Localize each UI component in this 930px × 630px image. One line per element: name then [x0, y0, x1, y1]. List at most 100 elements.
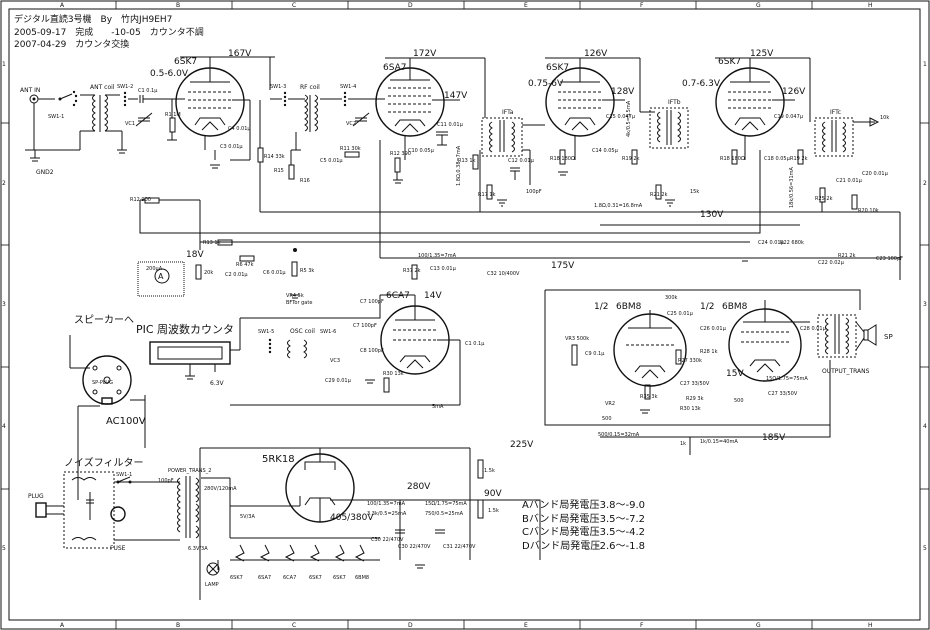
power-input: ノイズフィルター PLUG SW1-1 FUSE — [28, 456, 150, 552]
c3-label: C3 0.01μ — [220, 144, 243, 150]
c23-label: C23 100pF — [876, 256, 903, 262]
rf-amp-tube-label: 6SK7 — [174, 57, 197, 67]
r1-label: R1 1M — [165, 112, 181, 118]
ac100-label: AC100V — [106, 416, 146, 427]
r21-agc-label: R21 2k — [838, 253, 856, 259]
c2-label: C2 0.01μ — [225, 272, 248, 278]
r6-label: R6 47k — [236, 262, 254, 268]
col-g-bottom: G — [756, 622, 761, 629]
r-1k-label: 1k — [680, 441, 686, 447]
audio2-half-label: 1/2 — [700, 302, 714, 312]
vr1-label: 20k — [204, 270, 213, 276]
wiring-rails — [139, 56, 900, 600]
tube-rf-amp: 6SK7 0.5-6.0V 167V C4 0.01μ R1 1M C3 0.0… — [150, 49, 252, 169]
if2-plate-voltage: 125V — [750, 49, 774, 59]
c11-label: C11 0.01μ — [437, 122, 464, 128]
r16-label: R16 — [300, 178, 310, 184]
rf-coil-label: RF coil — [300, 84, 320, 91]
vc1-label: VC1 — [125, 121, 135, 127]
col-b-bottom: B — [176, 622, 180, 629]
tube-mixer: 6SA7 172V 147V R12 390 C10 0.05μ C11 0.0… — [375, 49, 486, 184]
heater-3: 6CA7 — [283, 575, 296, 581]
r13-label: R13 1k — [458, 158, 476, 164]
if1-plate-voltage: 126V — [584, 49, 608, 59]
rail-280v: 280V — [407, 482, 431, 492]
power-trans-label: POWER_TRANS_2 — [168, 468, 211, 474]
row-5-left: 5 — [2, 545, 6, 552]
rf-stage-to-mixer: R14 33k SW1-3 RF coil SW1-4 VC2 R15 R16 … — [257, 84, 385, 212]
trans-63-label: 6.3V/3A — [188, 546, 208, 552]
vc2-label: VC2 — [346, 121, 356, 127]
r15-label: R15 — [274, 168, 284, 174]
antenna-input: ANT IN GND2 — [20, 87, 80, 176]
tube-if1: 6SK7 0.75-6V 126V 128V C15 0.047μ 4k/0.5… — [528, 49, 640, 176]
noise-filter-label: ノイズフィルター — [64, 456, 144, 469]
r-300k-label: 300k — [665, 295, 678, 301]
heater-6: 6BM8 — [355, 575, 369, 581]
col-f-top: F — [640, 2, 644, 9]
rf-amp-plate-voltage: 167V — [228, 49, 252, 59]
c-150k: 15k — [690, 189, 699, 195]
r19-label: R19 2k — [622, 156, 640, 162]
row-3-left: 3 — [2, 301, 6, 308]
r31-label: 500 — [734, 398, 744, 404]
counter-6v-label: 6.3V — [210, 380, 225, 387]
rail-225v: 225V — [510, 440, 534, 450]
rectifier-output-voltage: 405/380V — [330, 513, 374, 523]
speaker-title: スピーカーへ — [74, 314, 134, 326]
osc-tube-label: 6CA7 — [386, 291, 410, 301]
c30-label: C30 22/470V — [398, 544, 431, 550]
c27-label: C27 33/50V — [768, 391, 798, 397]
trans-hv-label: 280V/120mA — [204, 486, 237, 492]
heater-4: 6SK7 — [309, 575, 322, 581]
heater-5: 6SK7 — [333, 575, 346, 581]
if1-tube-label: 6SK7 — [546, 63, 569, 73]
col-d-bottom: D — [408, 622, 413, 629]
bfo-gate-label: BFTor gate — [286, 300, 312, 306]
power-filter: 225V 280V 90V 100/1.35=7mA 15Ω/1.75=75mA… — [367, 440, 534, 550]
r-note-750: 750/0.5=25mA — [425, 511, 464, 517]
band-a-value: -3.8〜-9.0 — [596, 500, 645, 511]
rail-185v: 185V — [762, 433, 786, 443]
c7-label: C7 100pF — [360, 299, 384, 305]
band-switch-2: SW1-2 C1 0.1μ VC1 — [105, 84, 185, 127]
ift-c-label: IFTc — [830, 109, 841, 116]
col-a-bottom: A — [60, 622, 65, 629]
header-line-1: デジタル直読3号機 By 竹内JH9EH7 — [14, 13, 172, 25]
rail-130v: 130V — [700, 210, 724, 220]
sw1-6-label: SW1-6 — [320, 329, 336, 335]
col-h-top: H — [868, 2, 873, 9]
row-2-left: 2 — [2, 180, 6, 187]
output-transformer: OUTPUT_TRANS SP — [817, 314, 893, 375]
band-a-name: Aバンド局発電圧 — [522, 498, 599, 511]
fuse-label: FUSE — [110, 545, 126, 552]
ift-b-label: IFTb — [668, 99, 681, 106]
counter-title: PIC 周波数カウンタ — [136, 323, 234, 336]
sw1-2-label: SW1-2 — [117, 84, 133, 90]
band-b-value: -3.5〜-7.2 — [596, 514, 645, 525]
r21-label: R21 2k — [650, 192, 668, 198]
row-2-right: 2 — [923, 180, 927, 187]
band-b-name: Bバンド局発電圧 — [522, 512, 599, 525]
c9-audio-label: C9 0.1μ — [585, 351, 605, 357]
r-note5: 100/1.35=7mA — [418, 253, 457, 259]
lamp-label: LAMP — [205, 582, 219, 588]
r14-label: R14 33k — [264, 154, 285, 160]
vr3-label: VR3 500k — [565, 336, 589, 342]
c28-label: C28 0.01μ — [800, 326, 827, 332]
ift-a: IFTa R13 1k 1.8Ω,0.38=7mA R17 1k C12 0.0… — [456, 109, 545, 200]
tube-if2: 6SK7 0.7-6.3V 125V 126V C19 0.047μ R18 1… — [682, 49, 808, 208]
r25-label: R25 2k — [815, 196, 833, 202]
mixer-tube-label: 6SA7 — [383, 63, 407, 73]
if1-screen-voltage: 128V — [611, 87, 635, 97]
r-note7: 100/1.35=7mA — [367, 501, 406, 507]
audio-bias: 500 500/0.15=32mA 1k/0.15=40mA 1k 185V 1… — [598, 210, 903, 447]
c5-label: C5 0.01μ — [320, 158, 343, 164]
c13-osc-label: C13 0.01μ — [430, 266, 457, 272]
sw1-1-label: SW1-1 — [48, 114, 64, 120]
vc3-label: VC3 — [330, 358, 340, 364]
if2-tube-label: 6SK7 — [718, 57, 741, 67]
inner-frame — [8, 8, 921, 621]
